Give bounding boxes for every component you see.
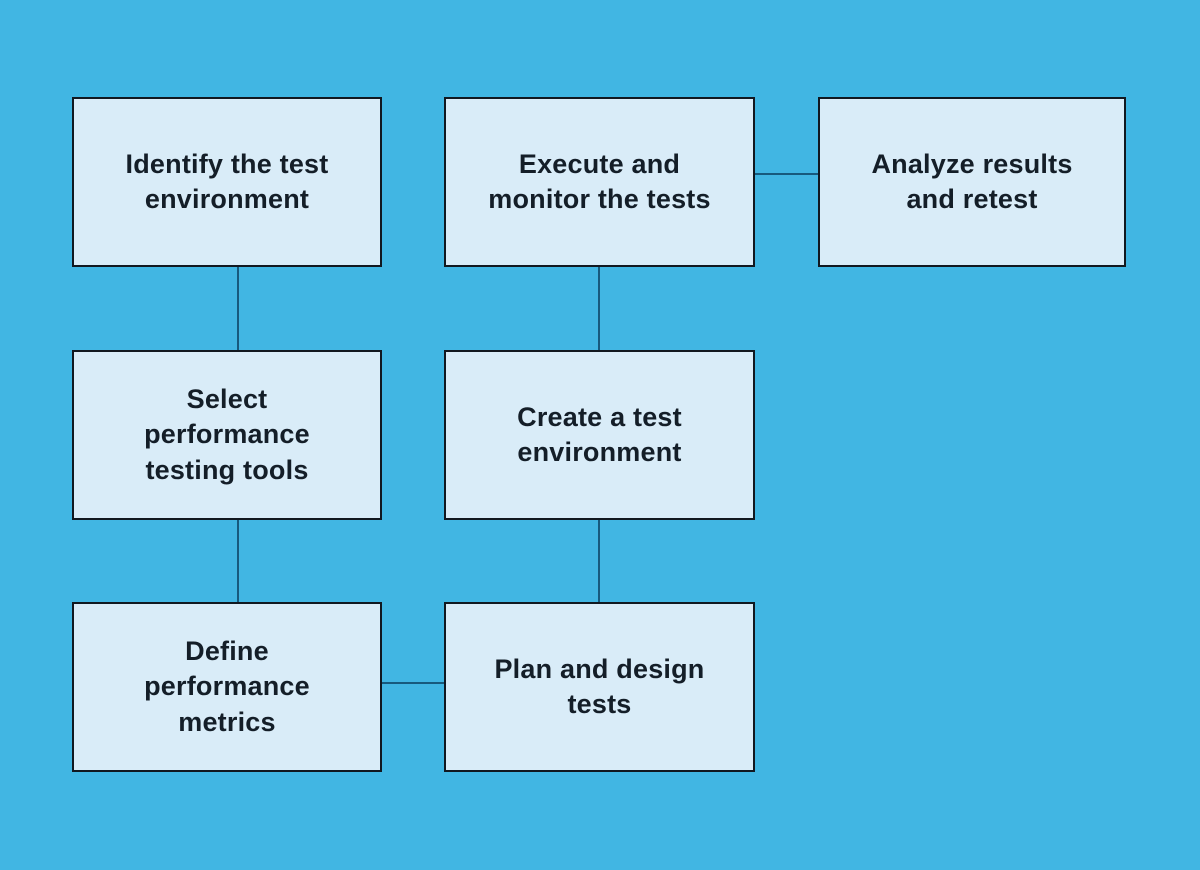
edge-execute-to-analyze [755,173,818,175]
node-create-test-environment: Create a test environment [444,350,755,520]
node-label: Analyze results and retest [871,148,1073,214]
node-label: Plan and design tests [494,653,705,719]
node-plan-and-design-tests: Plan and design tests [444,602,755,772]
edge-define-to-plan [382,682,444,684]
edge-select-to-define [237,519,239,602]
node-identify-test-environment: Identify the test environment [72,97,382,267]
node-select-performance-testing-tools: Select performance testing tools [72,350,382,520]
edge-plan-to-create [598,519,600,602]
node-execute-and-monitor-tests: Execute and monitor the tests [444,97,755,267]
node-label: Identify the test environment [125,148,329,214]
node-label: Select performance testing tools [144,384,310,485]
node-label: Define performance metrics [144,636,310,737]
node-label: Execute and monitor the tests [488,148,711,214]
node-label: Create a test environment [517,401,682,467]
node-analyze-results-and-retest: Analyze results and retest [818,97,1126,267]
edge-create-to-execute [598,267,600,350]
node-define-performance-metrics: Define performance metrics [72,602,382,772]
edge-identify-to-select [237,267,239,350]
